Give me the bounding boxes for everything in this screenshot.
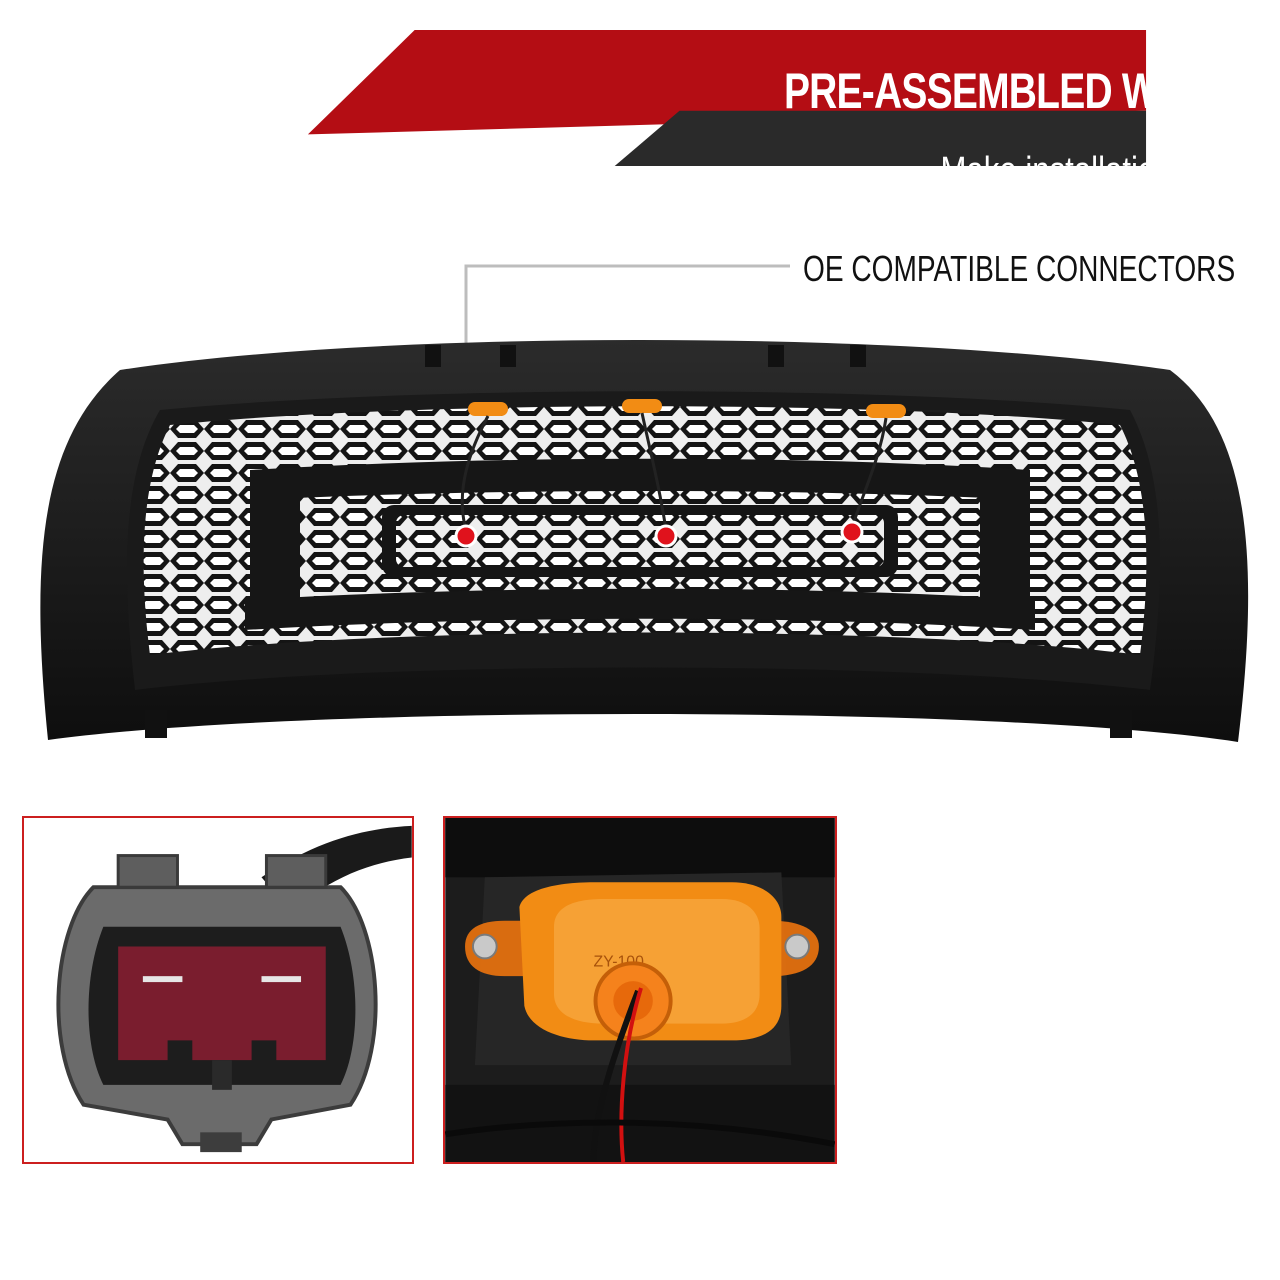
marker-light-closeup-image: ZY-100 (445, 818, 835, 1162)
connector-dot-center (654, 524, 678, 548)
grille-center-bar (250, 458, 1030, 500)
grille-left-channel (250, 470, 300, 605)
callout-label: OE COMPATIBLE CONNECTORS (803, 248, 1236, 289)
banner-title: PRE-ASSEMBLED WIRING (783, 63, 1263, 119)
marker-light-left (468, 402, 508, 416)
connector-dot-right (840, 520, 864, 544)
banner-dark-band (614, 110, 1147, 167)
connector-closeup-inset (22, 816, 414, 1164)
marker-light-center (622, 399, 662, 413)
connector-dot-left (454, 524, 478, 548)
marker-light-closeup-inset: ZY-100 (443, 816, 837, 1164)
banner-subtitle: Make installation easier (940, 150, 1266, 192)
header-banner (307, 30, 1147, 167)
connector-terminal-block (118, 946, 326, 1061)
connector-closeup-image (24, 818, 412, 1162)
grille-right-channel (980, 470, 1030, 605)
marker-light-right (866, 404, 906, 418)
banner-red-band (307, 30, 1147, 135)
grille-lower-bar (245, 588, 1035, 630)
grille-photo (40, 264, 1249, 742)
